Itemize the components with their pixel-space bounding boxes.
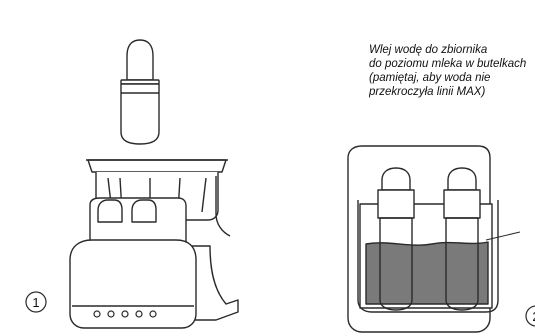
instruction-text: Wlej wodę do zbiornika do poziomu mleka … [369, 43, 535, 99]
step-2-number: 2 [526, 310, 535, 323]
step-1-number: 1 [26, 296, 46, 309]
water-level [366, 242, 488, 304]
warmer-cross-section [348, 146, 498, 332]
bottle-illustration [121, 40, 159, 144]
